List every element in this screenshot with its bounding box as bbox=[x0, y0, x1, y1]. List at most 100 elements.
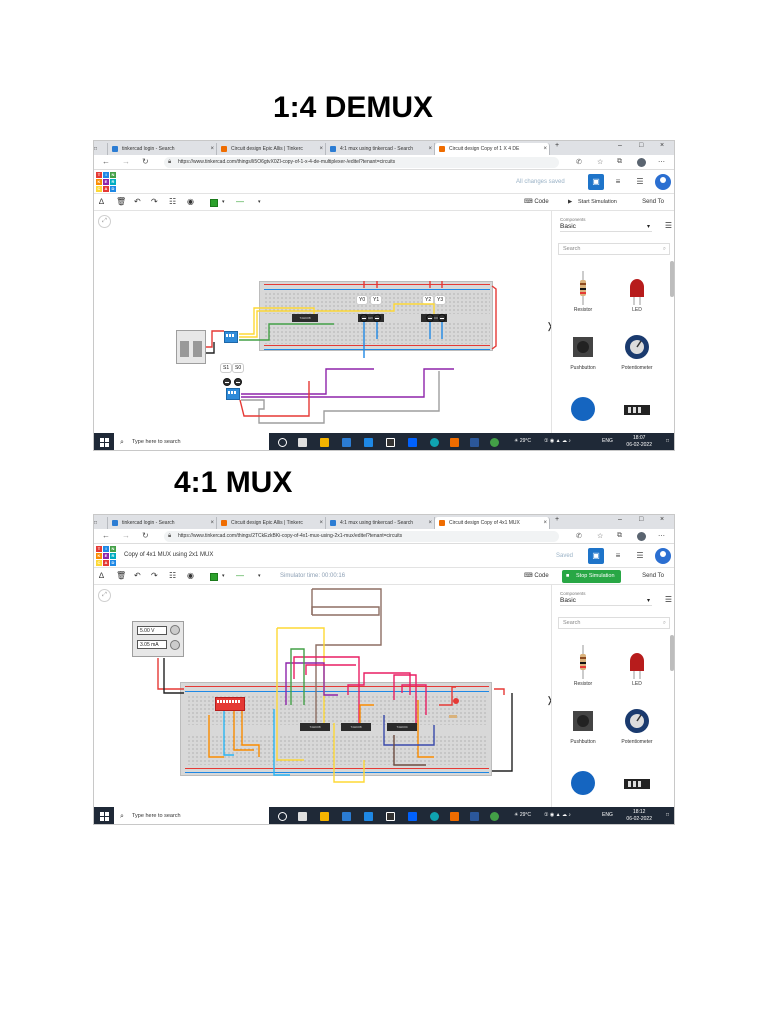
new-tab-icon[interactable]: + bbox=[555, 516, 560, 523]
favorite-icon[interactable]: ☆ bbox=[597, 159, 604, 166]
back-icon[interactable]: ← bbox=[102, 531, 110, 540]
dropbox-icon[interactable] bbox=[408, 438, 417, 447]
output-probe[interactable] bbox=[360, 314, 368, 322]
browser-tab[interactable]: Circuit design Epic Allis | Tinkerc× bbox=[217, 517, 326, 529]
browser-tab[interactable]: tinkercad login - Search× bbox=[108, 517, 217, 529]
browser-tab[interactable]: tinkercad login - Search× bbox=[108, 143, 217, 155]
ic-chip[interactable]: 74HC08 bbox=[292, 314, 318, 322]
part-slideswitch[interactable] bbox=[610, 775, 664, 797]
power-automate-icon[interactable] bbox=[386, 438, 395, 447]
redo-icon[interactable]: ↷ bbox=[151, 571, 158, 580]
weather-status[interactable]: ☀ 29°C bbox=[514, 438, 532, 444]
browser-tab[interactable]: Circuit design Epic Allis | Tinkerc× bbox=[217, 143, 326, 155]
component-search-input[interactable]: Search⌕ bbox=[558, 617, 670, 629]
browser-tab[interactable]: 4:1 mux using tinkercad - Search× bbox=[326, 517, 435, 529]
user-avatar[interactable] bbox=[654, 173, 672, 191]
word-icon[interactable] bbox=[470, 438, 479, 447]
component-search-input[interactable]: Search⌕ bbox=[558, 243, 670, 255]
notes-icon[interactable]: ☷ bbox=[169, 571, 177, 580]
back-icon[interactable]: ← bbox=[102, 157, 110, 166]
part-capacitor[interactable] bbox=[556, 769, 610, 805]
ic-chip[interactable]: 74HC08 bbox=[358, 314, 384, 322]
language-indicator[interactable]: ENG bbox=[602, 438, 613, 444]
collections-icon[interactable]: ⧉ bbox=[617, 532, 622, 539]
components-dropdown[interactable]: Basic▾ bbox=[560, 597, 652, 606]
redo-icon[interactable]: ↷ bbox=[151, 197, 158, 206]
power-automate-icon[interactable] bbox=[386, 812, 395, 821]
word-icon[interactable] bbox=[470, 812, 479, 821]
part-potentiometer[interactable]: Potentiometer bbox=[610, 333, 664, 371]
output-probe[interactable] bbox=[438, 314, 446, 322]
close-window-icon[interactable]: × bbox=[660, 142, 665, 149]
refresh-icon[interactable]: ↻ bbox=[142, 531, 149, 540]
wire-color-swatch[interactable] bbox=[210, 573, 218, 581]
task-view-icon[interactable] bbox=[298, 438, 307, 447]
undo-icon[interactable]: ↶ bbox=[134, 197, 141, 206]
more-icon[interactable]: ⋯ bbox=[658, 533, 665, 540]
taskbar-search-input[interactable]: ⌕Type here to search bbox=[114, 807, 269, 824]
file-explorer-icon[interactable] bbox=[320, 438, 329, 447]
system-tray-icons[interactable]: ① ◉ ▲ ☁ ♪ bbox=[544, 438, 571, 444]
zoom-fit-icon[interactable]: ⤢ bbox=[98, 215, 111, 228]
browser-tab[interactable]: 4:1 mux using tinkercad - Search× bbox=[326, 143, 435, 155]
more-icon[interactable]: ⋯ bbox=[658, 159, 665, 166]
start-simulation-button[interactable]: ▶Start Simulation bbox=[564, 196, 623, 209]
dropbox-icon[interactable] bbox=[408, 812, 417, 821]
visibility-icon[interactable]: ◉ bbox=[187, 571, 194, 580]
forward-icon[interactable]: → bbox=[122, 531, 130, 540]
code-button[interactable]: ⌨ Code bbox=[524, 199, 549, 205]
dip-switch[interactable] bbox=[215, 697, 245, 711]
url-input[interactable]: 🔒︎https://www.tinkercad.com/things/li5O6… bbox=[164, 157, 559, 168]
undo-icon[interactable]: ↶ bbox=[134, 571, 141, 580]
close-tab-icon[interactable]: × bbox=[428, 520, 432, 526]
calendar-icon[interactable] bbox=[364, 812, 373, 821]
mail-icon[interactable] bbox=[342, 812, 351, 821]
close-window-icon[interactable]: × bbox=[660, 516, 665, 523]
battery-pack[interactable] bbox=[176, 330, 206, 364]
ic-chip[interactable]: 74HC04 bbox=[387, 723, 417, 731]
panel-scrollbar[interactable] bbox=[670, 261, 674, 297]
output-probe[interactable] bbox=[426, 314, 434, 322]
forward-icon[interactable]: → bbox=[122, 157, 130, 166]
chevron-down-icon[interactable]: ▾ bbox=[222, 573, 225, 579]
current-knob[interactable] bbox=[170, 640, 180, 650]
q-app-icon[interactable] bbox=[450, 438, 459, 447]
calendar-icon[interactable] bbox=[364, 438, 373, 447]
system-tray-icons[interactable]: ① ◉ ▲ ☁ ♪ bbox=[544, 812, 571, 818]
delete-icon[interactable]: 🗑︎ bbox=[116, 197, 127, 206]
code-button[interactable]: ⌨ Code bbox=[524, 573, 549, 579]
list-view-icon[interactable]: ☰ bbox=[664, 221, 672, 230]
refresh-icon[interactable]: ↻ bbox=[142, 157, 149, 166]
chevron-down-icon[interactable]: ▾ bbox=[222, 199, 225, 205]
task-view-icon[interactable] bbox=[298, 812, 307, 821]
close-tab-icon[interactable]: × bbox=[543, 146, 547, 152]
ic-chip[interactable]: 74HC08 bbox=[341, 723, 371, 731]
select-probe[interactable] bbox=[234, 378, 242, 386]
part-led[interactable]: LED bbox=[610, 271, 664, 313]
rotate-icon[interactable]: ∆ bbox=[99, 197, 104, 206]
language-indicator[interactable]: ENG bbox=[602, 812, 613, 818]
chrome-icon[interactable] bbox=[490, 812, 499, 821]
part-resistor[interactable]: Resistor bbox=[556, 645, 610, 687]
part-potentiometer[interactable]: Potentiometer bbox=[610, 707, 664, 745]
output-probe[interactable] bbox=[373, 314, 381, 322]
new-tab-icon[interactable]: + bbox=[555, 142, 560, 149]
part-resistor[interactable]: Resistor bbox=[556, 271, 610, 313]
maximize-icon[interactable]: □ bbox=[639, 142, 644, 149]
collections-icon[interactable]: ⧉ bbox=[617, 158, 622, 165]
cortana-icon[interactable] bbox=[278, 438, 287, 447]
send-to-button[interactable]: Send To bbox=[642, 573, 664, 579]
voltage-knob[interactable] bbox=[170, 625, 180, 635]
close-tab-icon[interactable]: × bbox=[543, 520, 547, 526]
dip-switch[interactable] bbox=[224, 331, 238, 343]
notifications-icon[interactable]: □ bbox=[665, 812, 669, 818]
circuit-canvas[interactable]: ⤢ 74HC08 74HC08 74HC04 Y0 Y1 Y2 Y3 bbox=[94, 211, 554, 433]
delete-icon[interactable]: 🗑︎ bbox=[116, 571, 127, 580]
schematic-view-icon[interactable]: ≡ bbox=[615, 177, 621, 186]
weather-status[interactable]: ☀ 29°C bbox=[514, 812, 532, 818]
maximize-icon[interactable]: □ bbox=[639, 516, 644, 523]
edge-icon[interactable] bbox=[430, 812, 439, 821]
